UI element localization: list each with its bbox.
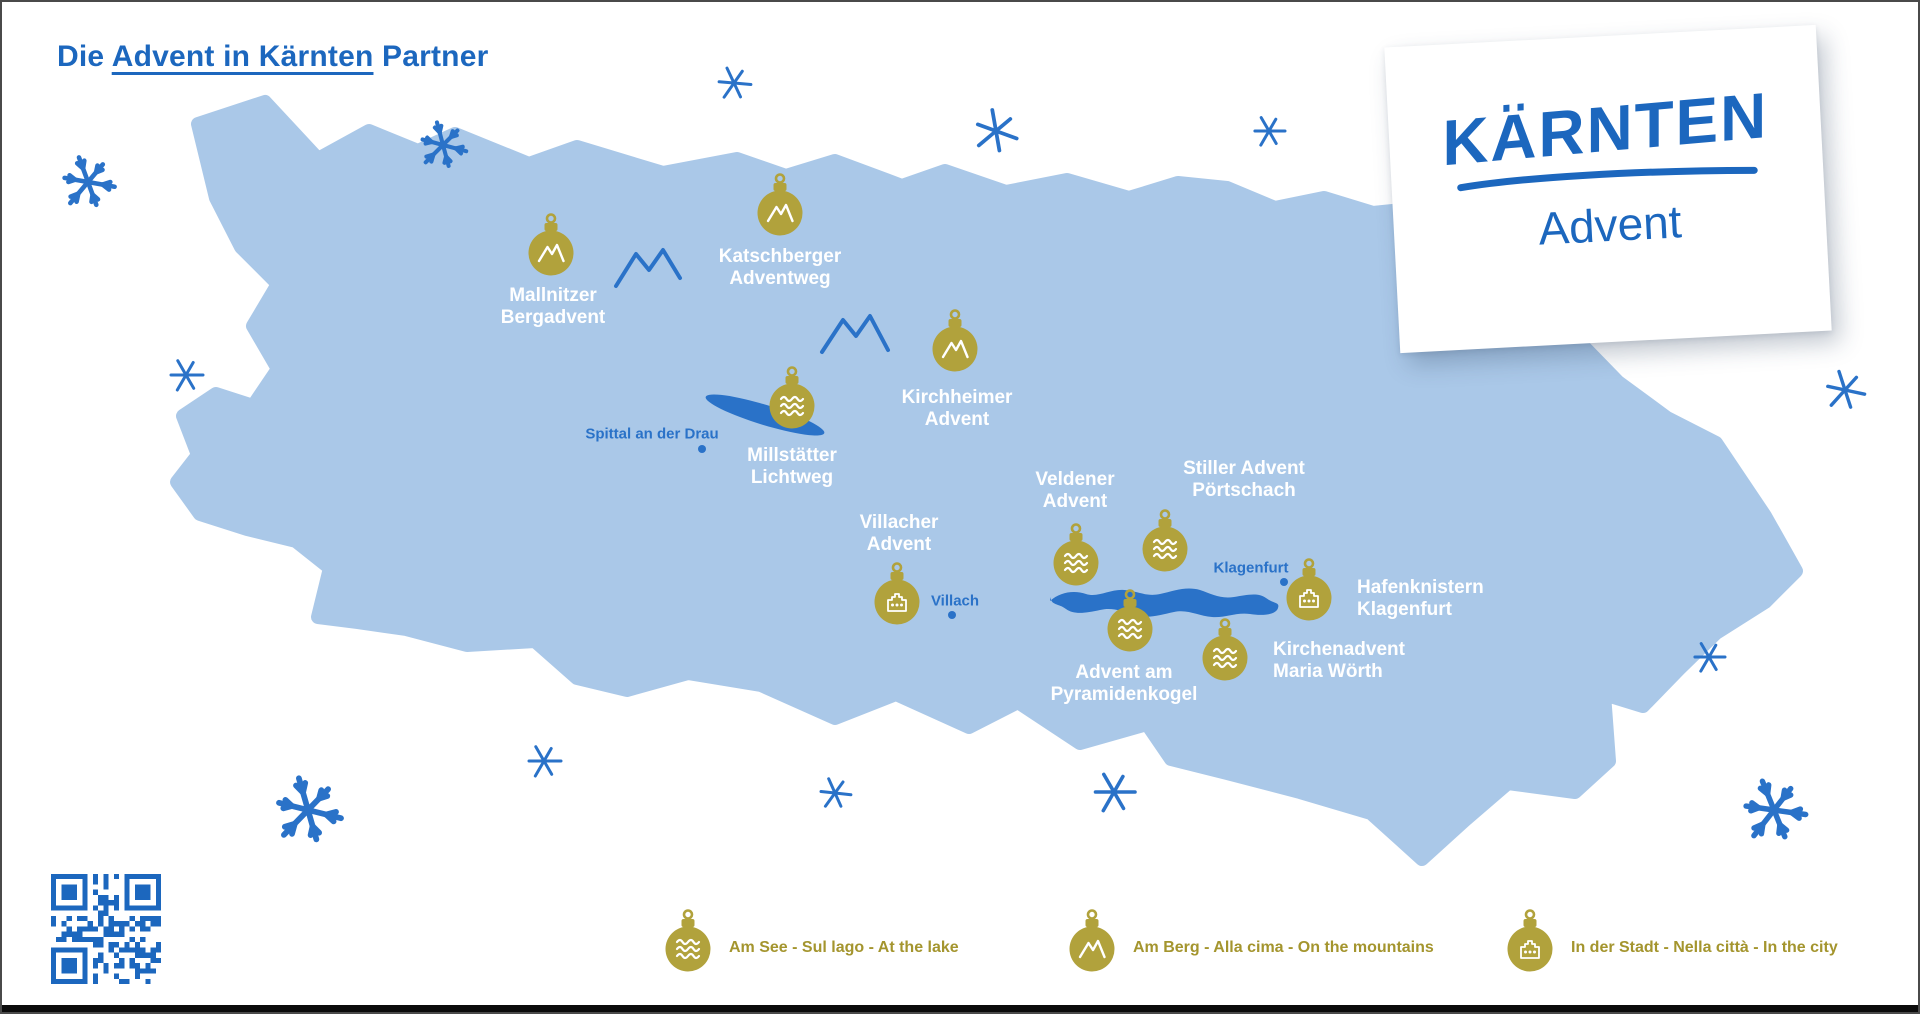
bauble-lake-icon (665, 909, 711, 972)
legend-item-lake: Am See - Sul lago - At the lake (660, 906, 959, 974)
bauble-mountain-icon (1069, 909, 1115, 972)
title-underlined-part: Advent in Kärnten (111, 40, 374, 73)
mountain-doodle-central-icon (820, 314, 890, 354)
title-suffix: Partner (373, 40, 489, 73)
bauble-city-icon (1507, 909, 1553, 972)
legend-label-mountain: Am Berg - Alla cima - On the mountains (1133, 939, 1434, 956)
qr-code-icon (51, 874, 161, 984)
legend-label-lake: Am See - Sul lago - At the lake (729, 939, 959, 956)
carinthia-region-shape (170, 95, 1803, 866)
screenshot-bottom-edge (2, 1005, 1918, 1012)
brand-card: KÄRNTEN Advent (1384, 24, 1832, 354)
legend-label-city: In der Stadt - Nella città - In the city (1571, 939, 1838, 956)
legend-item-city: In der Stadt - Nella città - In the city (1502, 906, 1838, 974)
page-title: Die Advent in Kärnten Partner (57, 40, 488, 74)
legend-item-mountain: Am Berg - Alla cima - On the mountains (1064, 906, 1434, 974)
mountain-doodle-west-icon (614, 248, 682, 288)
brand-subtitle: Advent (1537, 195, 1683, 255)
title-prefix: Die (57, 40, 112, 73)
qr-code (51, 874, 161, 989)
brand-underline-stroke-icon (1457, 166, 1758, 192)
woerthersee-lake (1050, 588, 1279, 618)
